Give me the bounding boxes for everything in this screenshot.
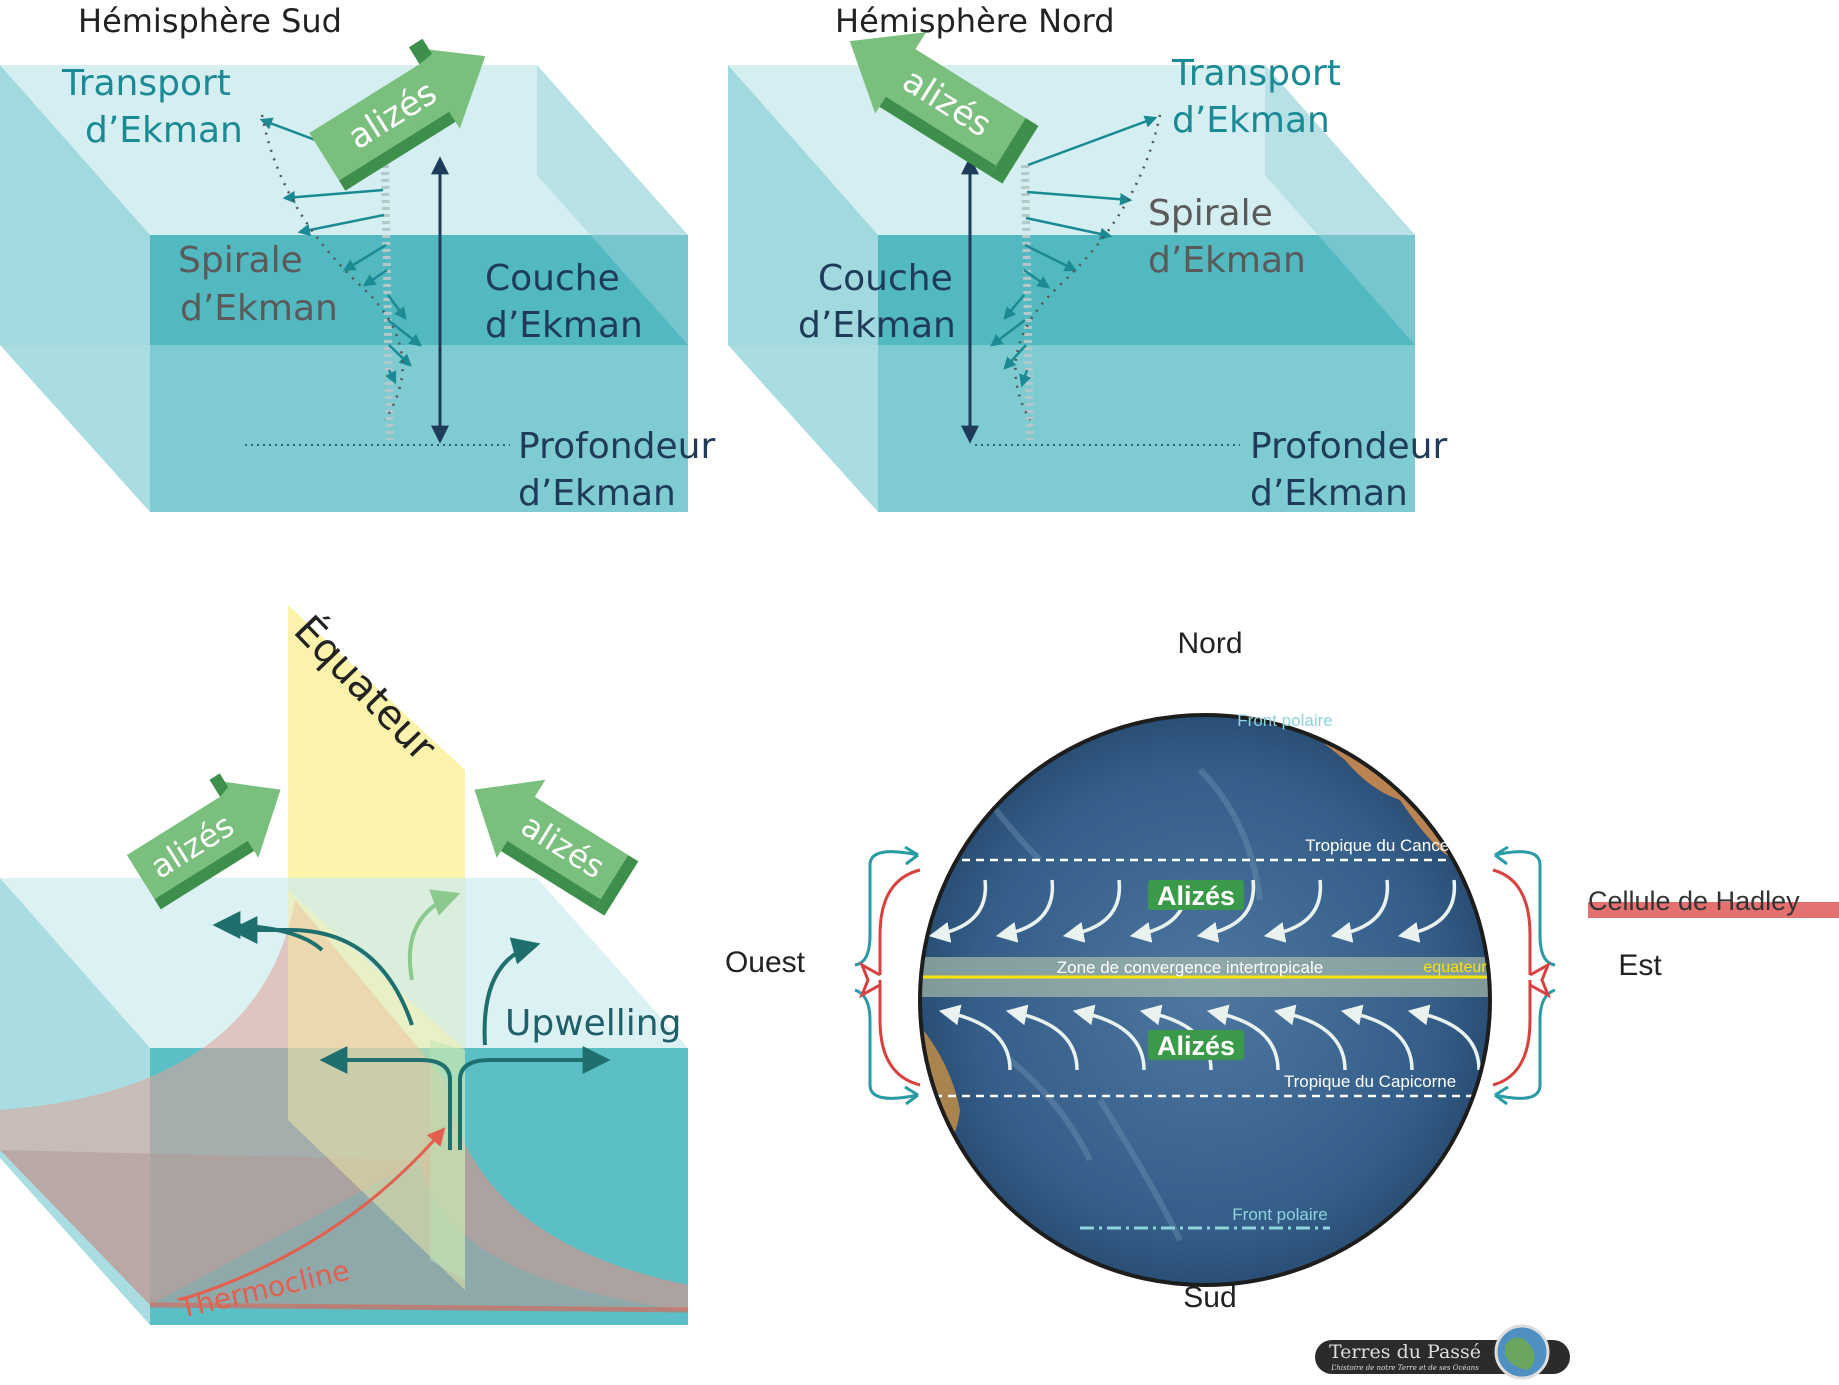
transport-label-2: d’Ekman	[1172, 100, 1330, 141]
depth-label-2: d’Ekman	[1250, 473, 1408, 514]
transport-label-1: Transport	[1171, 53, 1341, 94]
upwelling-arrow-faint	[407, 889, 461, 981]
ekman-spiral	[990, 114, 1162, 441]
thermocline-surface	[0, 900, 689, 1313]
trade-wind-curls-south	[938, 1004, 1481, 1071]
panel-title: Hémisphère Sud	[78, 2, 342, 40]
layer-label-2: d’Ekman	[485, 305, 643, 346]
trade-wind-arrow: alizés	[849, 32, 1039, 184]
transport-label-1: Transport	[61, 63, 231, 104]
front-polar-top-label: Front polaire	[1237, 711, 1332, 730]
tropic-capricorn-label: Tropique du Capicorne	[1284, 1072, 1456, 1091]
hadley-cell-legend: Cellule de Hadley	[1588, 886, 1839, 918]
thermocline-arrow	[179, 1127, 446, 1302]
trade-winds-south-label: Alizés	[1157, 1031, 1235, 1061]
hadley-cells-west	[854, 845, 921, 1106]
spiral-label-2: d’Ekman	[1148, 240, 1306, 281]
equator-label: equateur	[1423, 959, 1487, 976]
panel-title: Hémisphère Nord	[835, 2, 1115, 40]
panel-globe: Nord Sud Ouest Est	[725, 627, 1839, 1314]
water-block	[0, 65, 688, 512]
label-north: Nord	[1177, 627, 1242, 660]
upwelling-label: Upwelling	[505, 1003, 681, 1044]
panel-equatorial-upwelling: Équateur alizés alizés Upwelling Thermoc…	[0, 605, 689, 1325]
panel-north-hemisphere: Hémisphère Nord	[728, 2, 1447, 514]
depth-label-1: Profondeur	[518, 426, 715, 467]
layer-label-1: Couche	[485, 258, 620, 299]
label-west: Ouest	[725, 946, 806, 979]
tropic-cancer-label: Tropique du Cancer	[1305, 836, 1455, 855]
trade-winds-south-badge: Alizés	[1148, 1030, 1244, 1061]
trade-wind-curls-north	[928, 879, 1457, 943]
spiral-label-1: Spirale	[178, 240, 303, 281]
panel-south-hemisphere: Hémisphère Sud	[0, 2, 715, 514]
depth-label-2: d’Ekman	[518, 473, 676, 514]
logo-terres-du-passe: Terres du Passé L’histoire de notre Terr…	[1315, 1324, 1570, 1380]
label-east: Est	[1618, 949, 1662, 982]
hadley-label: Cellule de Hadley	[1588, 886, 1800, 916]
layer-label-1: Couche	[818, 258, 953, 299]
front-polar-bottom-label: Front polaire	[1232, 1205, 1327, 1224]
itcz-label: Zone de convergence intertropicale	[1057, 958, 1324, 977]
trade-winds-north-label: Alizés	[1157, 881, 1235, 911]
transport-label-2: d’Ekman	[85, 110, 243, 151]
spiral-label-2: d’Ekman	[180, 288, 338, 329]
trade-winds-north-badge: Alizés	[1148, 880, 1244, 911]
logo-tagline: L’histoire de notre Terre et de ses Océa…	[1330, 1364, 1479, 1372]
spiral-label-1: Spirale	[1148, 193, 1273, 234]
depth-label-1: Profondeur	[1250, 426, 1447, 467]
layer-label-2: d’Ekman	[798, 305, 956, 346]
upwelling-arrows	[212, 911, 611, 1150]
logo-name: Terres du Passé	[1329, 1341, 1481, 1363]
hadley-cells-east	[1492, 845, 1556, 1106]
